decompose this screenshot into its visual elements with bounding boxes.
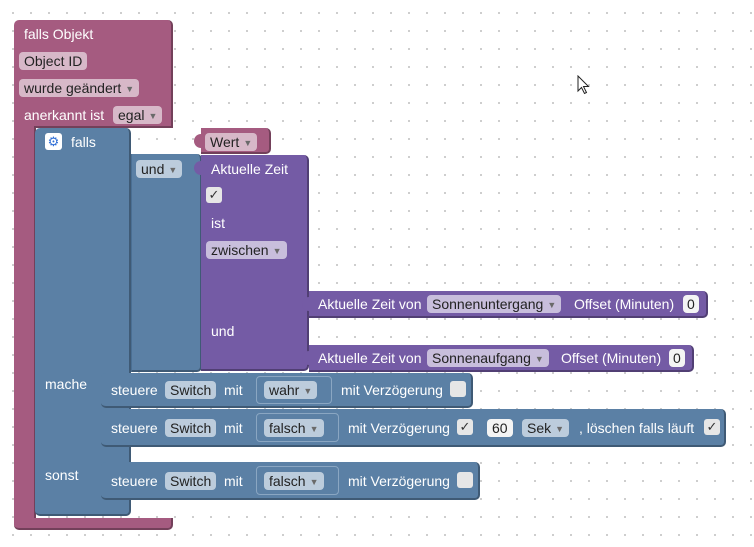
control-value-dropdown[interactable]: wahr▼	[264, 381, 318, 399]
control-delay-checkbox[interactable]	[450, 381, 466, 397]
chevron-down-icon: ▼	[303, 386, 313, 396]
compare-mode-dropdown[interactable]: zwischen▼	[206, 241, 287, 259]
chevron-down-icon: ▼	[534, 354, 544, 364]
chevron-down-icon: ▼	[243, 138, 253, 148]
compare-mode-value: zwischen	[211, 242, 269, 258]
control-delay-input[interactable]: 60	[487, 419, 513, 437]
control-verb: steuere	[111, 420, 158, 436]
control-delay-checkbox[interactable]: ✓	[457, 419, 473, 435]
and-operator-dropdown[interactable]: und▼	[136, 160, 183, 178]
logic-and-block[interactable]	[131, 154, 202, 372]
control-unit-value: Sek	[527, 420, 552, 436]
control-with-label: mit	[224, 420, 243, 436]
control-value: falsch	[269, 473, 306, 489]
else-label: sonst	[45, 467, 79, 483]
sunset-event-value: Sonnenuntergang	[432, 296, 544, 312]
ack-value: egal	[118, 107, 145, 123]
chevron-down-icon: ▼	[547, 300, 557, 310]
sunset-offset-input[interactable]: 0	[683, 295, 699, 313]
if-else-block[interactable]	[35, 128, 131, 516]
control-target-field[interactable]: Switch	[165, 472, 217, 490]
control-verb: steuere	[111, 382, 158, 398]
sunrise-event-value: Sonnenaufgang	[432, 350, 531, 366]
control-value: falsch	[269, 420, 306, 436]
control-with-label: mit	[224, 382, 243, 398]
control-clear-label: , löschen falls läuft	[579, 420, 695, 436]
changed-mode-dropdown[interactable]: wurde geändert▼	[19, 79, 140, 97]
sunrise-event-dropdown[interactable]: Sonnenaufgang▼	[427, 349, 549, 367]
time-compare-checkbox[interactable]: ✓	[206, 187, 222, 203]
time-compare-is-label: ist	[211, 215, 225, 231]
sunrise-label: Aktuelle Zeit von	[318, 350, 422, 366]
control-unit-dropdown[interactable]: Sek▼	[522, 419, 570, 437]
control-clear-checkbox[interactable]: ✓	[704, 419, 720, 435]
ack-label: anerkannt ist	[24, 107, 105, 123]
sunset-offset-label: Offset (Minuten)	[574, 296, 675, 312]
on-object-change-block-spine	[14, 126, 36, 522]
time-compare-title: Aktuelle Zeit	[211, 161, 289, 177]
trigger-header: falls Objekt	[24, 26, 94, 42]
value-connector	[194, 134, 202, 148]
chevron-down-icon: ▼	[555, 424, 565, 434]
value-label: Wert	[210, 134, 240, 150]
chevron-down-icon: ▼	[125, 84, 135, 94]
and-operator-value: und	[141, 161, 165, 177]
if-label: falls	[71, 134, 96, 150]
on-object-change-block-footer	[14, 518, 173, 530]
value-dropdown[interactable]: Wert▼	[205, 133, 258, 151]
sunset-event-dropdown[interactable]: Sonnenuntergang▼	[427, 295, 562, 313]
sunrise-offset-input[interactable]: 0	[669, 349, 685, 367]
chevron-down-icon: ▼	[168, 165, 178, 175]
chevron-down-icon: ▼	[309, 477, 319, 487]
chevron-down-icon: ▼	[272, 246, 282, 256]
control-delay-label: mit Verzögerung	[348, 420, 450, 436]
time-compare-connector	[194, 161, 202, 175]
changed-mode-value: wurde geändert	[24, 80, 122, 96]
sunrise-connector	[302, 351, 310, 365]
control-value-dropdown[interactable]: falsch▼	[264, 419, 324, 437]
control-delay-checkbox[interactable]	[457, 472, 473, 488]
control-delay-label: mit Verzögerung	[348, 473, 450, 489]
mouse-pointer-icon	[577, 75, 590, 95]
sunset-label: Aktuelle Zeit von	[318, 296, 422, 312]
ack-dropdown[interactable]: egal▼	[113, 106, 163, 124]
sunrise-offset-label: Offset (Minuten)	[561, 350, 662, 366]
control-verb: steuere	[111, 473, 158, 489]
control-value-dropdown[interactable]: falsch▼	[264, 472, 324, 490]
gear-icon[interactable]: ⚙	[45, 133, 62, 150]
control-target-field[interactable]: Switch	[165, 381, 217, 399]
time-compare-and-label: und	[211, 323, 235, 339]
sunset-connector	[302, 297, 310, 311]
object-id-field[interactable]: Object ID	[19, 52, 88, 70]
chevron-down-icon: ▼	[148, 111, 158, 121]
on-object-change-block[interactable]	[14, 20, 173, 128]
control-delay-label: mit Verzögerung	[341, 382, 443, 398]
control-value: wahr	[269, 382, 300, 398]
control-target-field[interactable]: Switch	[165, 419, 217, 437]
control-with-label: mit	[224, 473, 243, 489]
chevron-down-icon: ▼	[309, 424, 319, 434]
then-label: mache	[45, 376, 88, 392]
